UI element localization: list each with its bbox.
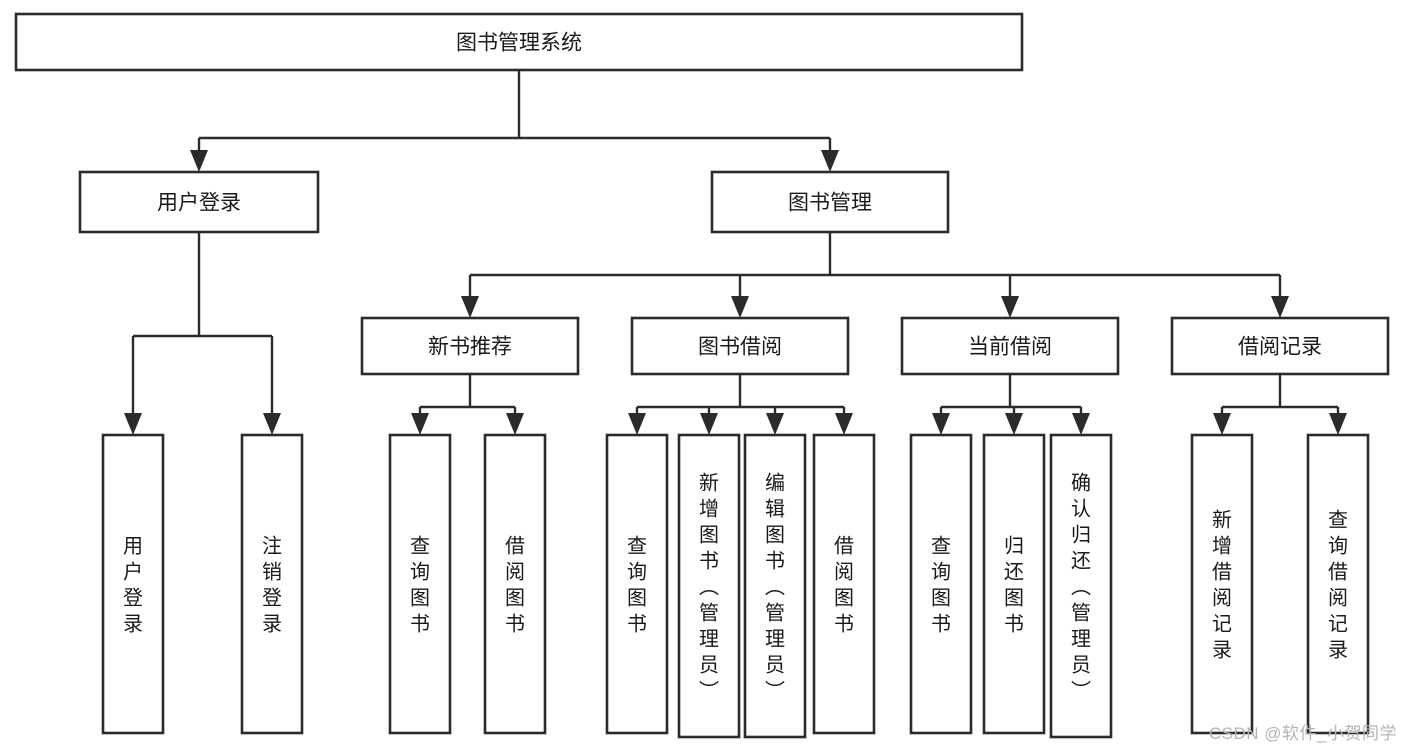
node-label: 借阅图书 — [505, 534, 525, 635]
node-box — [982, 433, 1046, 735]
node-box — [710, 170, 950, 234]
node-label: 用户登录 — [157, 192, 241, 215]
node-label: 新增借阅记录 — [1212, 508, 1232, 661]
node-label: 借阅图书 — [834, 534, 854, 635]
node-leaf-bw-query[interactable]: 查询图书 — [605, 433, 669, 735]
node-box — [1049, 433, 1113, 739]
edge-group-login — [124, 232, 281, 435]
node-label: 用户登录 — [123, 535, 143, 635]
node-box — [1190, 433, 1254, 735]
node-leaf-cb-return[interactable]: 归还图书 — [982, 433, 1046, 735]
node-label: 注销登录 — [262, 534, 282, 635]
node-box — [388, 433, 452, 735]
edge-group-root — [190, 70, 839, 172]
node-root[interactable]: 图书管理系统 — [14, 12, 1024, 72]
node-leaf-bw-add[interactable]: 新增图书︵管理员︶ — [677, 433, 741, 739]
node-label: 查询借阅记录 — [1328, 508, 1348, 661]
watermark-text: CSDN @软件_小贺同学 — [1208, 724, 1397, 743]
edge-group-current — [932, 374, 1090, 435]
node-label: 新书推荐 — [428, 336, 512, 359]
node-leaf-bw-edit[interactable]: 编辑图书︵管理员︶ — [743, 433, 807, 739]
node-leaf-cb-query[interactable]: 查询图书 — [909, 433, 973, 735]
node-box — [483, 433, 547, 735]
edge-layer — [124, 70, 1347, 435]
node-layer: 图书管理系统用户登录图书管理新书推荐图书借阅当前借阅借阅记录用户登录注销登录查询… — [14, 12, 1390, 739]
node-box — [743, 433, 807, 739]
node-box — [605, 433, 669, 735]
edge-group-record — [1213, 374, 1347, 435]
node-label: 查询图书 — [931, 534, 951, 635]
node-label: 借阅记录 — [1238, 336, 1322, 359]
node-label: 图书管理系统 — [456, 32, 582, 55]
node-leaf-user-logout[interactable]: 注销登录 — [240, 433, 304, 735]
node-leaf-nb-borrow[interactable]: 借阅图书 — [483, 433, 547, 735]
node-label: 归还图书 — [1004, 534, 1024, 635]
node-leaf-cb-confirm[interactable]: 确认归还︵管理员︶ — [1049, 433, 1113, 739]
node-label: 图书借阅 — [698, 336, 782, 359]
node-box — [909, 433, 973, 735]
node-label: 查询图书 — [410, 534, 430, 635]
node-leaf-bw-borrow[interactable]: 借阅图书 — [812, 433, 876, 735]
node-box — [360, 316, 580, 376]
edge-group-bookmgmt — [461, 232, 1289, 318]
node-box — [78, 170, 320, 234]
edge-group-borrow — [628, 374, 853, 435]
node-box — [101, 433, 165, 735]
node-box — [1170, 316, 1390, 376]
node-login[interactable]: 用户登录 — [78, 170, 320, 234]
node-box — [677, 433, 741, 739]
node-newbook[interactable]: 新书推荐 — [360, 316, 580, 376]
node-box — [1306, 433, 1370, 735]
node-box — [812, 433, 876, 735]
node-box — [14, 12, 1024, 72]
node-borrow[interactable]: 图书借阅 — [630, 316, 850, 376]
node-label: 查询图书 — [627, 534, 647, 635]
node-leaf-nb-query[interactable]: 查询图书 — [388, 433, 452, 735]
node-bookmgmt[interactable]: 图书管理 — [710, 170, 950, 234]
node-box — [240, 433, 304, 735]
edge-group-newbook — [411, 374, 524, 435]
node-label: 新增图书︵管理员︶ — [699, 471, 719, 702]
node-box — [630, 316, 850, 376]
node-leaf-user-login[interactable]: 用户登录 — [101, 433, 165, 735]
node-label: 编辑图书︵管理员︶ — [765, 471, 785, 702]
node-leaf-rc-add[interactable]: 新增借阅记录 — [1190, 433, 1254, 735]
node-box — [900, 316, 1120, 376]
node-label: 确认归还︵管理员︶ — [1071, 471, 1091, 702]
node-record[interactable]: 借阅记录 — [1170, 316, 1390, 376]
node-label: 当前借阅 — [968, 336, 1052, 359]
node-leaf-rc-query[interactable]: 查询借阅记录 — [1306, 433, 1370, 735]
node-current[interactable]: 当前借阅 — [900, 316, 1120, 376]
node-label: 图书管理 — [788, 192, 872, 215]
